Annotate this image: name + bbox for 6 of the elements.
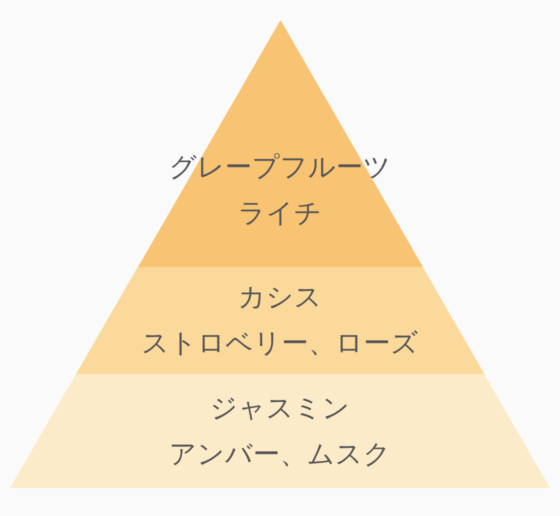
tier-label: グレープフルーツ	[169, 151, 391, 185]
tier-label: ジャスミン	[210, 392, 350, 426]
tier-label: カシス	[238, 281, 322, 315]
tier-label: アンバー、ムスク	[169, 438, 391, 472]
tier-label: ストロベリー、ローズ	[141, 327, 418, 361]
tier-label: ライチ	[238, 197, 322, 231]
